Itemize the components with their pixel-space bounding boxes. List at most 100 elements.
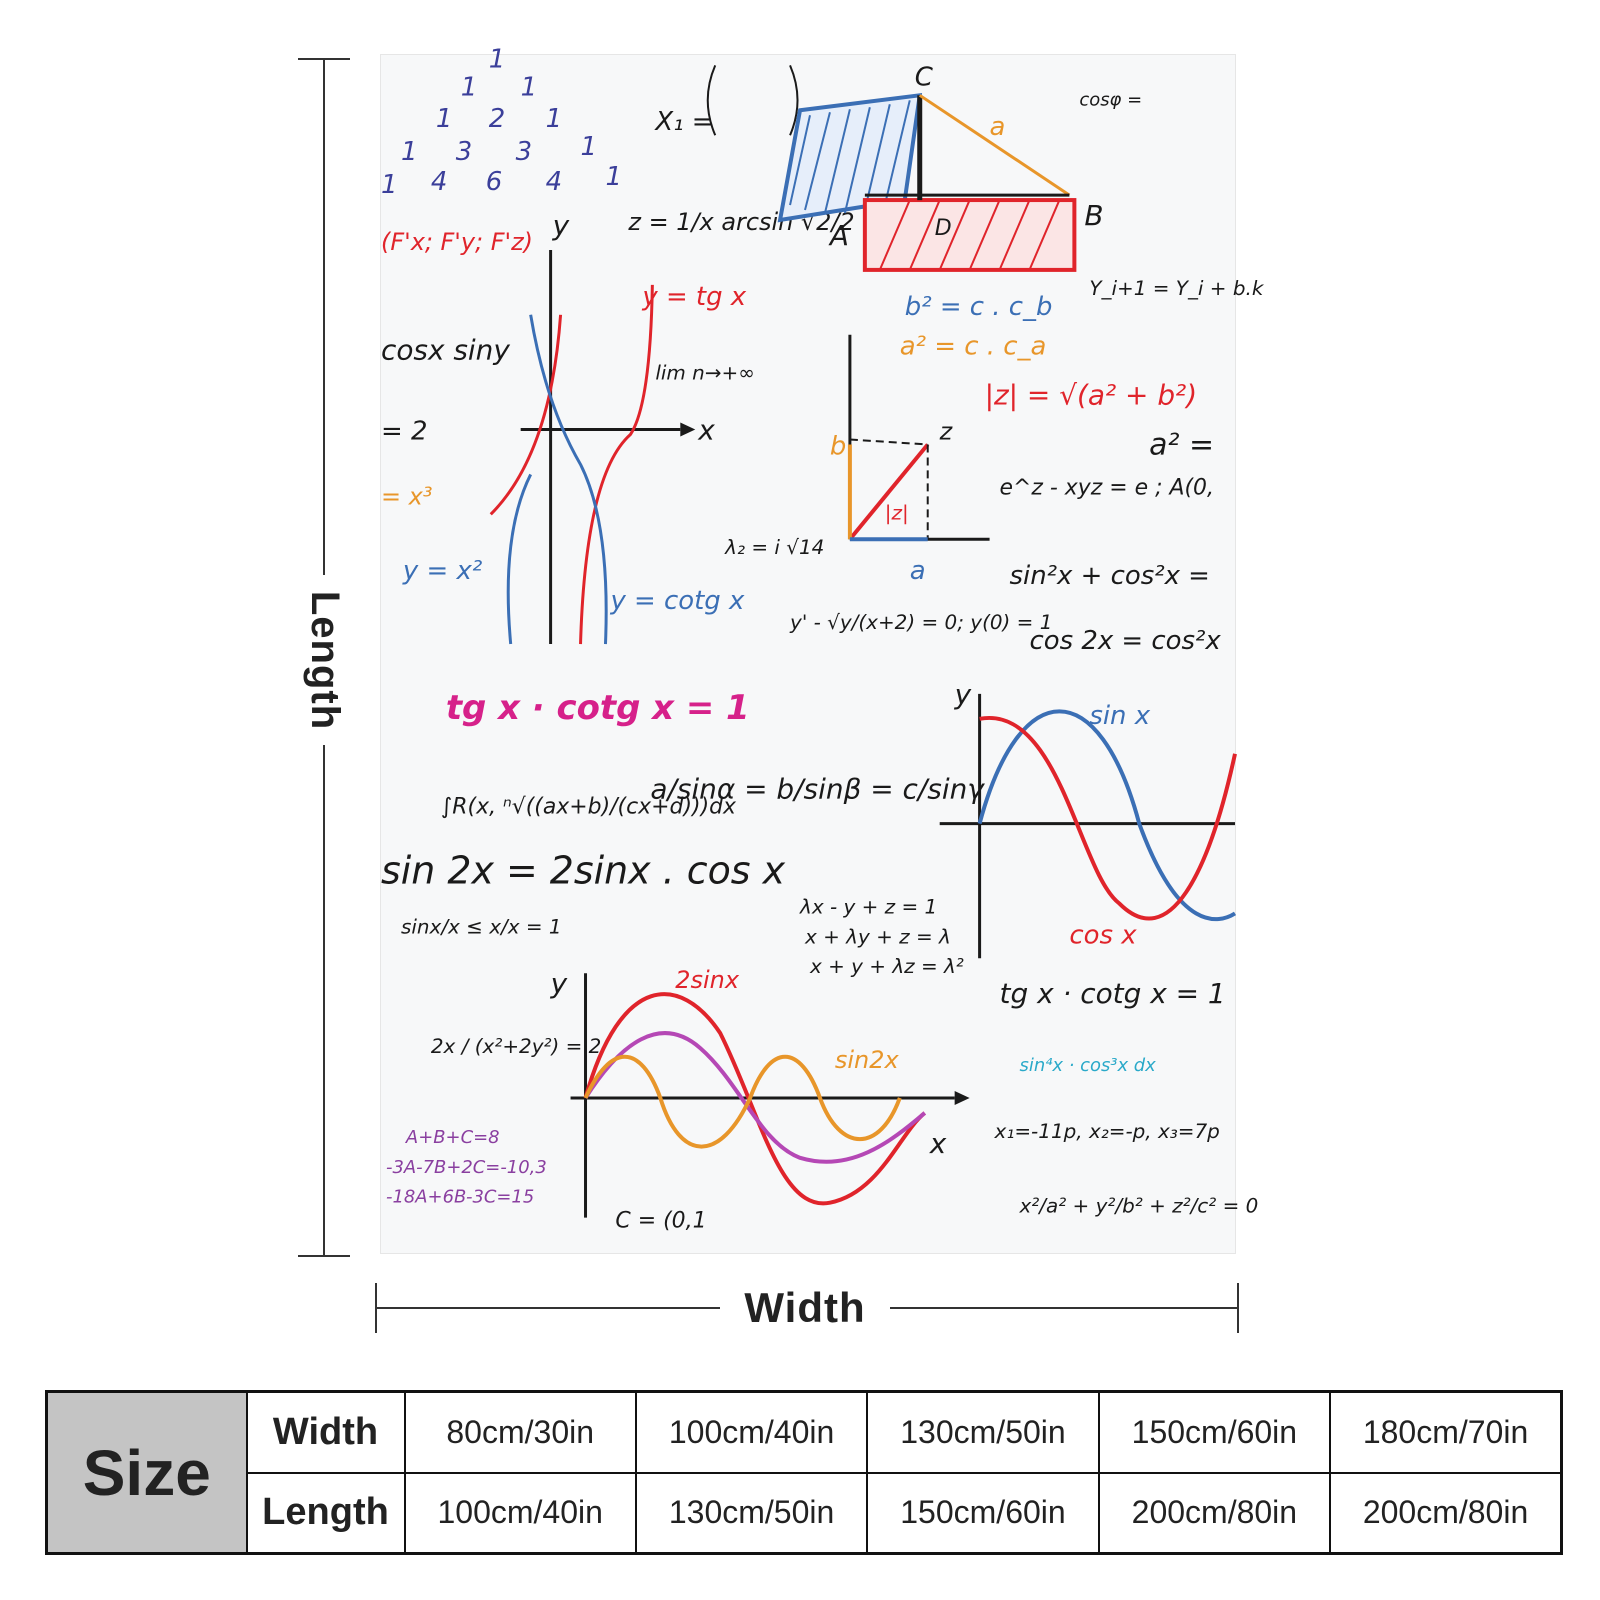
fraction-2x: 2x / (x²+2y²) = 2 (431, 1034, 601, 1058)
complex-plane: b a z |z| (830, 334, 990, 586)
pascal-number: 3 (456, 137, 473, 167)
pascal-number: 4 (546, 167, 563, 197)
cosx-label: cos x (1069, 920, 1137, 950)
width-label: Width (720, 1284, 890, 1332)
triangle-diagram: C A B D a (777, 62, 1104, 272)
side-a: a (990, 112, 1006, 142)
width-cell: 100cm/40in (634, 1390, 869, 1474)
axis-y-label: y (954, 678, 972, 711)
a2-eq: a² = (1149, 427, 1214, 462)
length-cell: 150cm/60in (866, 1471, 1100, 1555)
lambda-eq: λ₂ = i √14 (724, 535, 824, 559)
vertex-a: A (828, 219, 849, 252)
tan-cotan-plot: x y y = tg x y = cotg x (489, 209, 747, 645)
a2-formula: a² = c . c_a (900, 332, 1047, 362)
pythagorean-identity: sin²x + cos²x = (1010, 561, 1210, 591)
pascal-number: 1 (436, 104, 453, 134)
table-row: Length 100cm/40in 130cm/50in 150cm/60in … (47, 1471, 1563, 1555)
fx-vector: (F'x; F'y; F'z) (381, 228, 533, 256)
y-cotgx-label: y = cotg x (609, 586, 745, 616)
2sinx-label: 2sinx (675, 966, 740, 994)
pascal-number: 1 (605, 162, 622, 192)
pascal-number: 6 (486, 167, 503, 197)
width-cell: 150cm/60in (1097, 1390, 1332, 1474)
length-cell: 100cm/40in (403, 1471, 637, 1555)
pascal-number: 1 (381, 170, 398, 200)
system-eq-1: λx - y + z = 1 (799, 894, 937, 918)
linear-eq-3: -18A+6B-3C=15 (386, 1187, 534, 1208)
sin2x-label: sin2x (835, 1046, 900, 1074)
eq-2: = 2 (381, 417, 427, 447)
math-pattern: 1 1 1 1 2 1 1 3 3 1 1 4 6 4 1 (F'x; F'y;… (381, 44, 1265, 1234)
label-a: a (910, 556, 926, 586)
cosx-siny: cosx siny (381, 334, 510, 367)
integral-sin4: sin⁴x · cos³x dx (1020, 1055, 1157, 1076)
yi-recurrence: Y_i+1 = Y_i + b.k (1089, 276, 1265, 300)
sin-cos-plot: y sin x cos x (939, 678, 1237, 959)
length-dimension-cap-bottom (298, 1255, 350, 1257)
vertex-b: B (1084, 199, 1103, 232)
system-eq-2: x + λy + z = λ (804, 924, 951, 948)
pascal-number: 1 (521, 72, 538, 102)
cos2x-identity: cos 2x = cos²x (1029, 626, 1221, 656)
diff-eq: y' - √y/(x+2) = 0; y(0) = 1 (789, 610, 1052, 634)
length-label-container: Length (300, 575, 350, 745)
length-cell: 130cm/50in (634, 1471, 869, 1555)
pascal-number: 1 (401, 137, 418, 167)
length-dimension-cap-top (298, 58, 350, 60)
roots: x₁=-11p, x₂=-p, x₃=7p (994, 1119, 1220, 1143)
axis-x-label: x (929, 1127, 947, 1160)
tg-cotg-small: tg x · cotg x = 1 (1000, 977, 1226, 1010)
linear-eq-1: A+B+C=8 (405, 1127, 500, 1148)
pascal-number: 3 (516, 137, 533, 167)
label-b: b (830, 431, 846, 461)
width-cell: 180cm/70in (1329, 1390, 1563, 1474)
law-of-sines: a/sinα = b/sinβ = c/sinγ (650, 773, 985, 806)
pascal-number: 4 (431, 167, 448, 197)
width-dimension-cap-left (375, 1283, 377, 1333)
row-label-length: Length (245, 1471, 406, 1555)
integral: ∫R(x, ⁿ√((ax+b)/(cx+d)))dx (441, 795, 737, 820)
row-label-width: Width (245, 1390, 406, 1474)
table-row: Size Width 80cm/30in 100cm/40in 130cm/50… (45, 1390, 1563, 1555)
pascal-number: 2 (489, 104, 506, 134)
y-tgx-label: y = tg x (641, 282, 746, 312)
limit: lim n→+∞ (655, 361, 755, 385)
label-abs-z: |z| (885, 500, 909, 524)
exp-eq: e^z - xyz = e ; A(0, (1000, 475, 1214, 500)
abs-z-formula: |z| = √(a² + b²) (985, 379, 1198, 412)
width-cell: 130cm/50in (866, 1390, 1100, 1474)
pascal-triangle: 1 1 1 1 2 1 1 3 3 1 1 4 6 4 1 (381, 44, 622, 200)
length-cell: 200cm/80in (1097, 1471, 1332, 1555)
pascal-number: 1 (461, 72, 478, 102)
x1-vector: X₁ = (653, 107, 713, 137)
size-chart-table: Size Width 80cm/30in 100cm/40in 130cm/50… (45, 1390, 1563, 1555)
sinx-label: sin x (1089, 701, 1150, 731)
axis-y-label: y (552, 209, 570, 242)
ellipsoid: x²/a² + y²/b² + z²/c² = 0 (1019, 1194, 1259, 1218)
vertex-d: D (935, 216, 952, 241)
pascal-number: 1 (581, 132, 598, 162)
eq-x3: = x³ (381, 482, 432, 510)
vertex-c: C (915, 62, 934, 92)
linear-eq-2: -3A-7B+2C=-10,3 (386, 1157, 547, 1178)
product-image-math-blanket: 1 1 1 1 2 1 1 3 3 1 1 4 6 4 1 (F'x; F'y;… (380, 44, 1265, 1254)
pascal-number: 1 (489, 44, 506, 74)
axis-x-label: x (697, 414, 715, 447)
sin2x-identity: sin 2x = 2sinx . cos x (381, 848, 786, 892)
width-cell: 80cm/30in (403, 1390, 637, 1474)
sin2x-plot: y x 2sinx sin2x (550, 966, 970, 1218)
matrix-c: C = (0,1 (615, 1209, 706, 1234)
cosphi: cosφ = (1079, 89, 1142, 110)
label-z: z (939, 418, 953, 446)
size-header: Size (45, 1390, 248, 1555)
length-cell: 200cm/80in (1329, 1471, 1563, 1555)
system-eq-3: x + y + λz = λ² (809, 954, 964, 978)
tg-cotg-identity: tg x · cotg x = 1 (446, 688, 750, 727)
pascal-number: 1 (546, 104, 563, 134)
sinx-inequality: sinx/x ≤ x/x = 1 (401, 914, 562, 938)
axis-y-label: y (550, 967, 568, 1000)
width-dimension-cap-right (1237, 1283, 1239, 1333)
length-label: Length (303, 590, 348, 730)
b2-formula: b² = c . c_b (905, 292, 1053, 322)
